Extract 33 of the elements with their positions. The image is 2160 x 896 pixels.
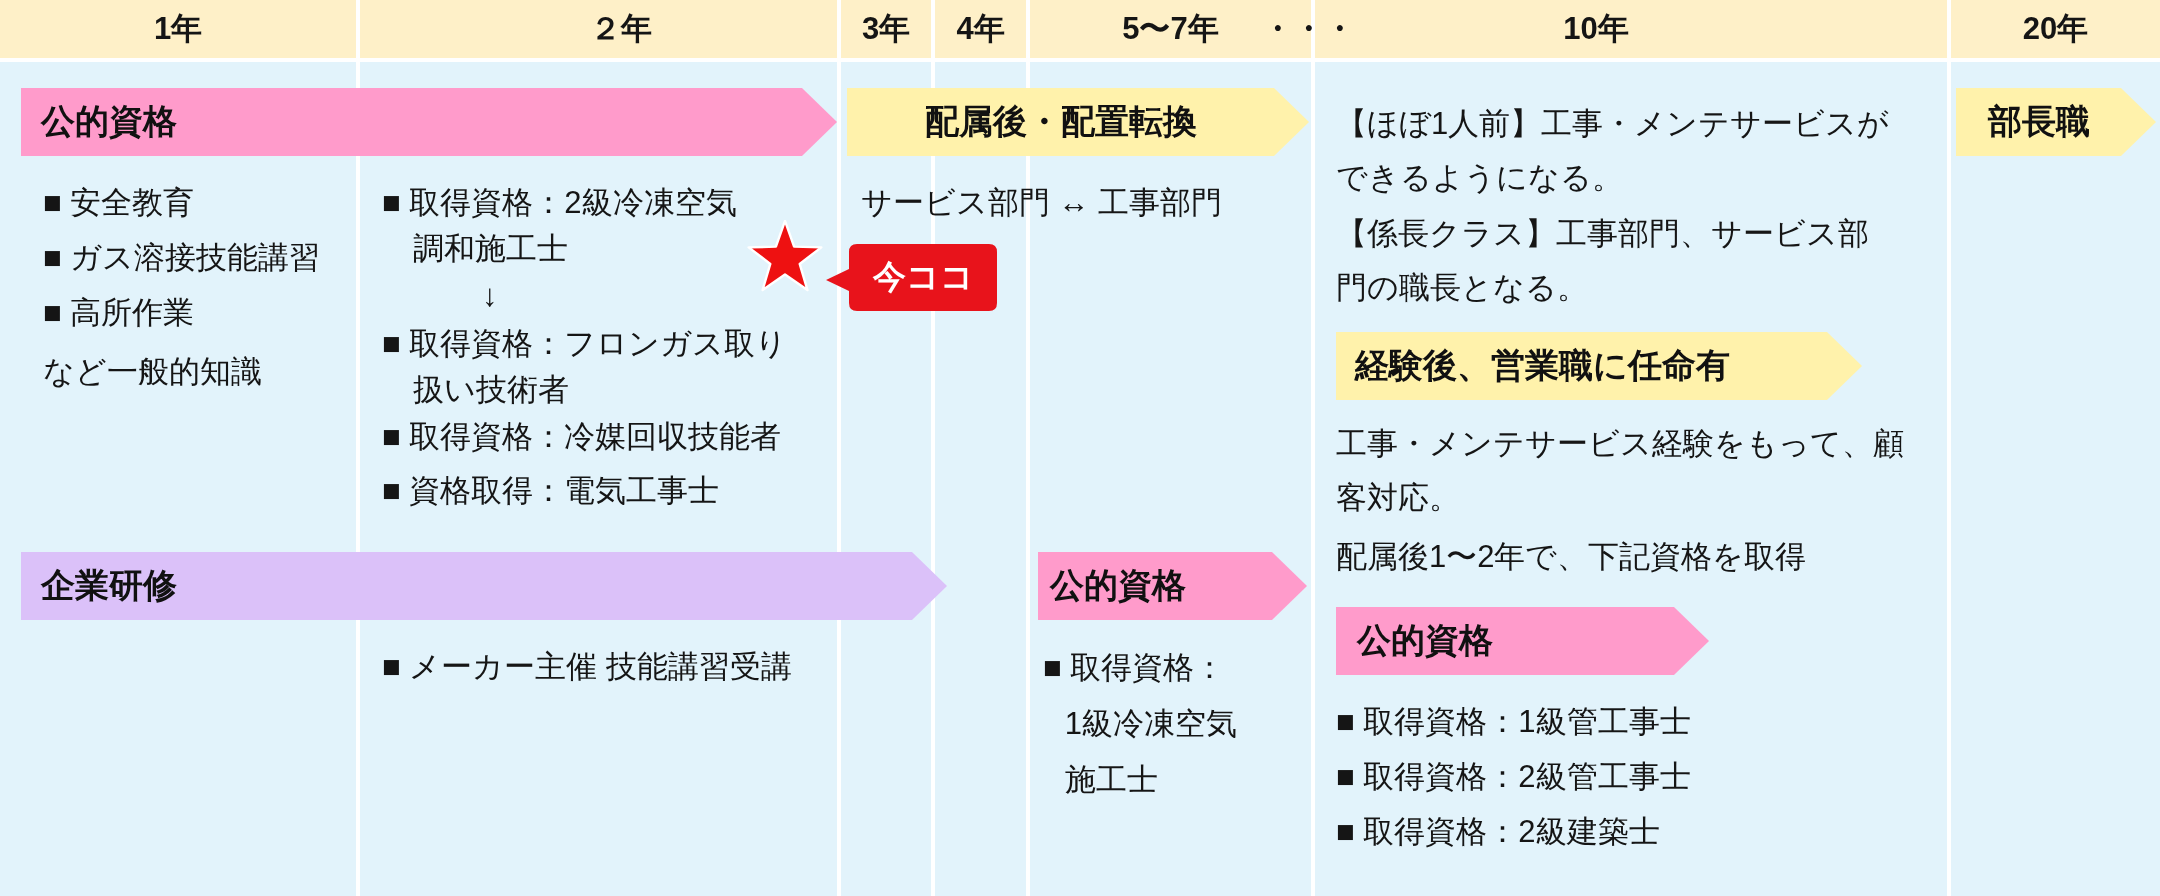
year-header: 1年 [0,0,356,58]
year-header: 3年 [841,0,931,58]
list-item: ■ 取得資格：2級管工事士 [1336,758,1691,796]
description-text: 【係長クラス】工事部門、サービス部門の職長となる。 [1336,215,1870,307]
list-item: ■ 取得資格：1級管工事士 [1336,703,1691,741]
list-item: ■ 取得資格：1級冷凍空気施工士 [1043,649,1238,799]
ellipsis-dots: ・・・ [1262,10,1355,48]
chevron-banner: 部長職 [1956,88,2156,156]
description-text: 【ほぼ1人前】工事・メンテサービスができるようになる。 [1336,105,1891,197]
chevron-banner: 公的資格 [1336,607,1709,675]
description-text: 配属後1〜2年で、下記資格を取得 [1336,538,1807,576]
arrow-symbol: ↓ [482,277,498,315]
chevron-banner: 配属後・配置転換 [847,88,1309,156]
description-text: 工事・メンテサービス経験をもって、顧客対応。 [1336,425,1905,517]
description-text: サービス部門 ↔ 工事部門 [861,184,1223,222]
list-item: ■ 安全教育 [43,184,195,222]
chevron-banner: 公的資格 [21,88,837,156]
year-header: 4年 [935,0,1026,58]
list-item: ■ 取得資格：2級建築士 [1336,813,1660,851]
list-item: ■ ガス溶接技能講習 [43,239,321,277]
list-item: ■ 資格取得：電気工事士 [382,472,720,510]
chevron-banner: 公的資格 [1038,552,1307,620]
chevron-banner: 経験後、営業職に任命有 [1336,332,1862,400]
list-item: ■ 取得資格：冷媒回収技能者 [382,418,782,456]
year-header: ２年 [360,0,837,58]
list-item: ■ メーカー主催 技能講習受講 [382,648,792,686]
list-item: ■ 取得資格：2級冷凍空気調和施工士 [382,184,738,268]
speech-bubble: 今ココ [826,244,997,311]
year-header: 20年 [1951,0,2160,58]
list-item: ■ 高所作業 [43,294,195,332]
note-text: など一般的知識 [43,353,262,391]
chevron-banner: 企業研修 [21,552,947,620]
list-item: ■ 取得資格：フロンガス取り扱い技術者 [382,325,789,409]
